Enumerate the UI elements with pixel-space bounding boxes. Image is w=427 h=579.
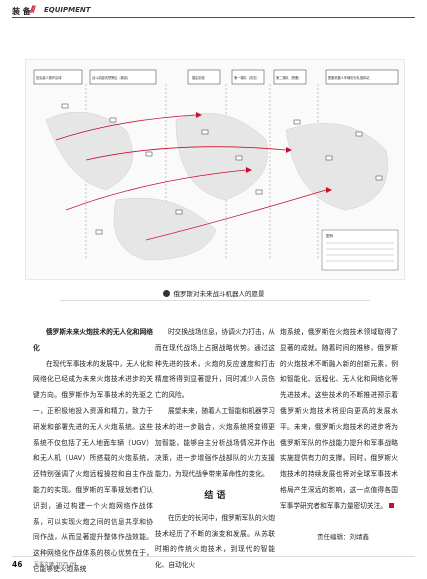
page-footer: 46 军事文摘 2025.09 [12,556,415,569]
column1-subhead: 俄罗斯未来火炮技术的无人化和网络化 [33,328,153,352]
column2-paragraph-3: 在历史的长河中，俄罗斯军队的火炮技术经历了不断的演变和发展。从苏联时期的传统火炮… [155,513,275,570]
page-header: 装 备 /// EQUIPMENT [0,0,427,22]
node-label-2: 摄定前线 [192,75,206,80]
diagram-node-boxes [33,69,399,85]
legend-title: 图例 [326,233,334,238]
figure-caption: 俄罗斯对未来战斗机器人的愿景 [0,288,427,298]
article-column-2: 时交换战场信息，协调火力打击，从而在现代战场上占据战略优势。通过这种先进的技术，… [155,325,275,574]
node-label-3: 第一梯队（突击） [234,75,260,80]
legend-box [321,229,399,271]
section-label: 装 备 [12,7,31,16]
node-label-0: 复杂敌人循环区域 [36,75,62,80]
column3-paragraph: 炮系统，俄罗斯在火炮技术领域取得了显著的成就。随着时间的推移，俄罗斯的火炮技术不… [280,325,398,515]
column2-paragraph-1: 时交换战场信息，协调火力打击，从而在现代战场上占据战略优势。通过这种先进的技术，… [155,328,275,400]
battle-diagram-svg: 复杂敌人循环区域 战斗前敌情预警区（离线） 摄定前线 第一梯队（突击） 第二梯队… [33,69,399,271]
header-rule [12,17,415,18]
section-subtitle: EQUIPMENT [44,6,91,14]
responsible-editor: 责任编辑：刘靖鑫 [317,533,369,541]
legend-lines [326,242,394,262]
unit-markers [61,103,383,235]
caption-text: 俄罗斯对未来战斗机器人的愿景 [173,290,265,298]
article-column-3: 炮系统，俄罗斯在火炮技术领域取得了显著的成就。随着时间的推移，俄罗斯的火炮技术不… [280,325,398,515]
article-column-1: 俄罗斯未来火炮技术的无人化和网络化 在现代军事技术的发展中，无人化和网络化已经成… [33,325,153,578]
attack-arrows [55,114,327,241]
end-mark-icon [389,502,394,508]
column1-paragraph: 在现代军事技术的发展中，无人化和网络化已经成为未来火炮技术进步的关键方向。俄罗斯… [33,359,153,573]
terrain-areas [45,111,388,261]
issue-info: 军事文摘 2025.09 [34,562,77,568]
battle-diagram-figure: 复杂敌人循环区域 战斗前敌情预警区（离线） 摄定前线 第一梯队（突击） 第二梯队… [25,59,405,280]
node-label-4: 第二梯队（预备） [276,75,302,80]
section-slashes: /// [30,5,36,15]
column2-paragraph-2: 展望未来，随着人工智能和机器学习技术的进一步融合，火炮系统将变得更加智能，能够自… [155,406,275,479]
caption-rule [60,300,370,301]
conclusion-heading: 结 语 [204,490,226,501]
column3-text: 炮系统，俄罗斯在火炮技术领域取得了显著的成就。随着时间的推移，俄罗斯的火炮技术不… [280,328,398,510]
arrow-heads [196,112,332,193]
camera-icon [162,290,170,297]
node-label-1: 战斗前敌情预警区（离线） [92,75,130,80]
node-label-5: 配备机器人车辆的分队指挥站 [328,75,370,80]
page-number: 46 [12,560,23,569]
